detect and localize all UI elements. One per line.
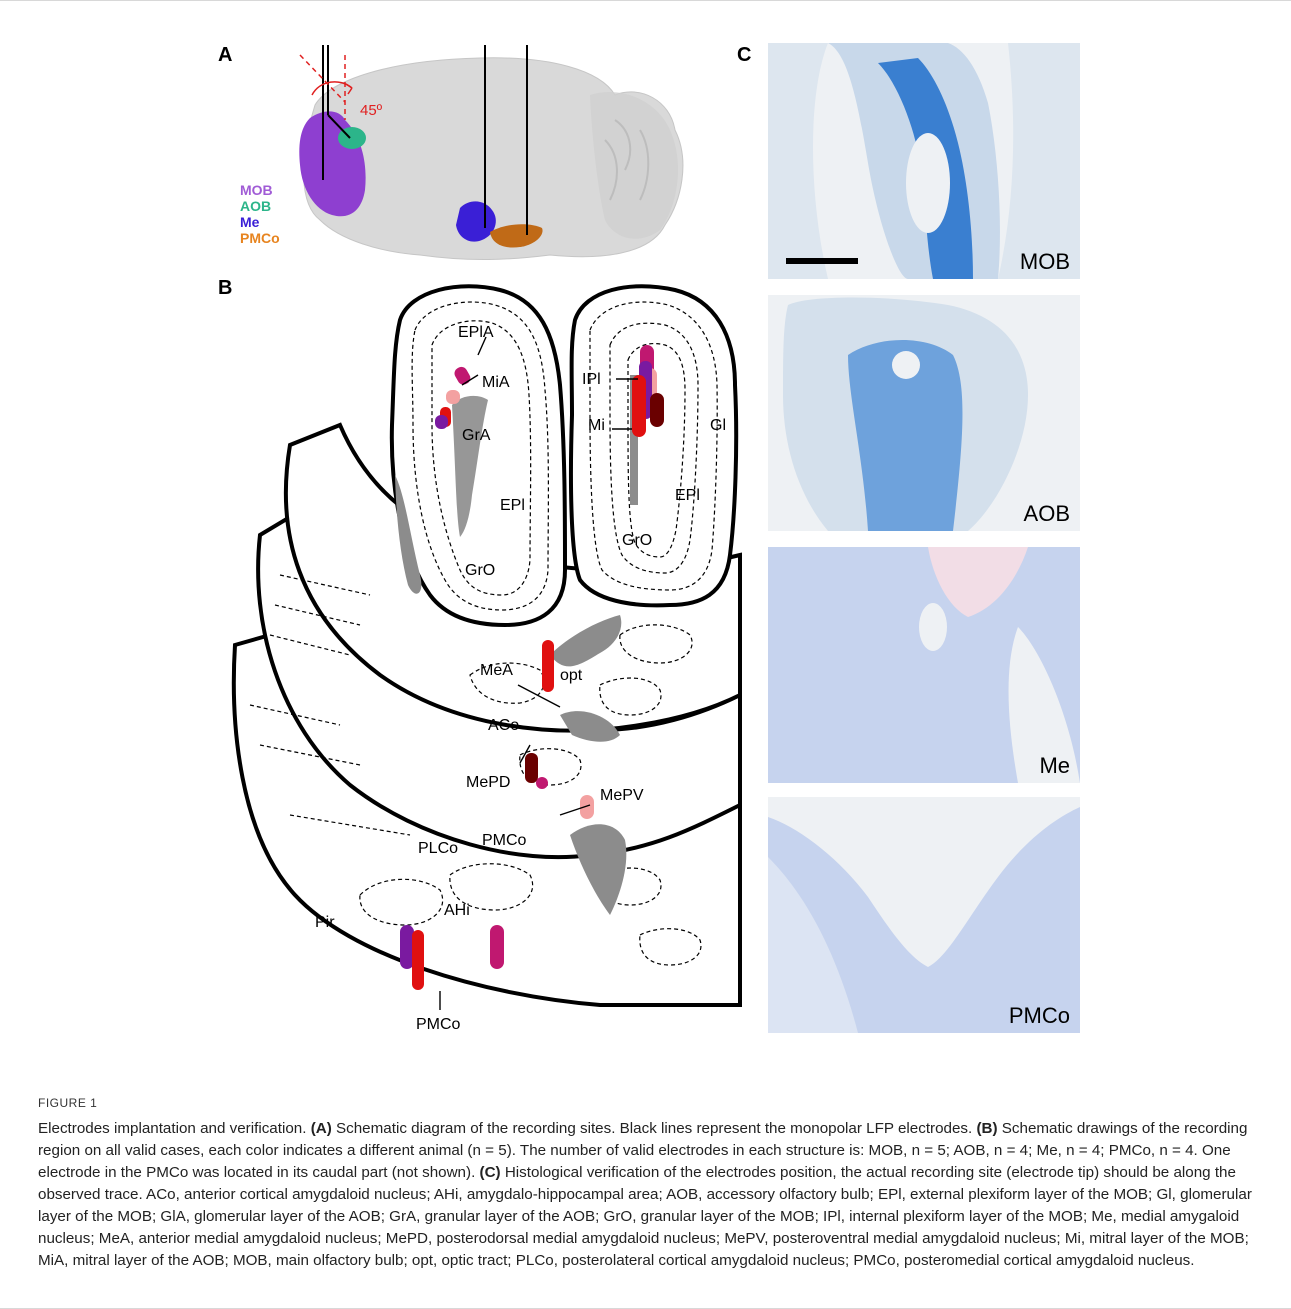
histology-image-mob: MOB xyxy=(768,43,1080,279)
histology-label-pmco: PMCo xyxy=(1009,1003,1070,1029)
legend-mob: MOB xyxy=(240,182,280,198)
histology-mob-svg xyxy=(768,43,1080,279)
label-pir: Pir xyxy=(315,914,335,931)
figure-caption: FIGURE 1 Electrodes implantation and ver… xyxy=(38,1096,1258,1272)
caption-text: Electrodes implantation and verification… xyxy=(38,1118,1258,1272)
label-gra: GrA xyxy=(462,427,491,444)
label-mia: MiA xyxy=(482,374,510,391)
label-epl-right: EPl xyxy=(675,487,700,504)
label-ahi: AHi xyxy=(444,902,470,919)
label-gl: Gl xyxy=(710,417,726,434)
label-epla: EPlA xyxy=(458,324,494,341)
histology-me-svg xyxy=(768,547,1080,783)
right-bulb-outline xyxy=(571,286,736,605)
panel-a-legend: MOB AOB Me PMCo xyxy=(240,182,280,246)
legend-me: Me xyxy=(240,214,280,230)
panel-c-letter: C xyxy=(737,44,751,67)
histology-label-me: Me xyxy=(1039,753,1070,779)
histology-aob-svg xyxy=(768,295,1080,531)
panel-a-brain-schematic: 45º MOB AOB Me PMCo xyxy=(220,40,740,280)
panel-b-coronal-sections: EPlA MiA GrA EPl GrO IPl Mi Gl EPl GrO M… xyxy=(220,275,760,1065)
histology-image-pmco: PMCo xyxy=(768,797,1080,1033)
label-pmco: PMCo xyxy=(482,832,527,849)
label-mi: Mi xyxy=(588,417,605,434)
brain-schematic-svg: 45º xyxy=(220,40,740,280)
legend-pmco: PMCo xyxy=(240,230,280,246)
legend-aob: AOB xyxy=(240,198,280,214)
caption-tag-c: (C) xyxy=(480,1164,501,1181)
histology-label-mob: MOB xyxy=(1020,249,1070,275)
histology-pmco-svg xyxy=(768,797,1080,1033)
caption-text-a: Schematic diagram of the recording sites… xyxy=(332,1120,977,1137)
label-gro-left: GrO xyxy=(465,562,495,579)
figure-label: FIGURE 1 xyxy=(38,1096,1258,1110)
histology-image-aob: AOB xyxy=(768,295,1080,531)
coronal-sections-svg: EPlA MiA GrA EPl GrO IPl Mi Gl EPl GrO M… xyxy=(220,275,760,1065)
histology-image-me: Me xyxy=(768,547,1080,783)
label-plco: PLCo xyxy=(418,840,458,857)
histology-label-aob: AOB xyxy=(1024,501,1070,527)
top-divider xyxy=(0,0,1291,1)
label-pmco-bottom: PMCo xyxy=(416,1016,461,1033)
caption-tag-b: (B) xyxy=(976,1120,997,1137)
label-mea: MeA xyxy=(480,662,513,679)
label-opt: opt xyxy=(560,667,583,684)
label-gro-right: GrO xyxy=(622,532,652,549)
label-aco: ACo xyxy=(488,717,519,734)
label-mepv: MePV xyxy=(600,787,644,804)
label-ipl: IPl xyxy=(582,371,601,388)
label-epl-left: EPl xyxy=(500,497,525,514)
label-mepd: MePD xyxy=(466,774,510,791)
caption-tag-a: (A) xyxy=(311,1120,332,1137)
angle-label: 45º xyxy=(360,102,383,119)
caption-title: Electrodes implantation and verification… xyxy=(38,1120,306,1137)
